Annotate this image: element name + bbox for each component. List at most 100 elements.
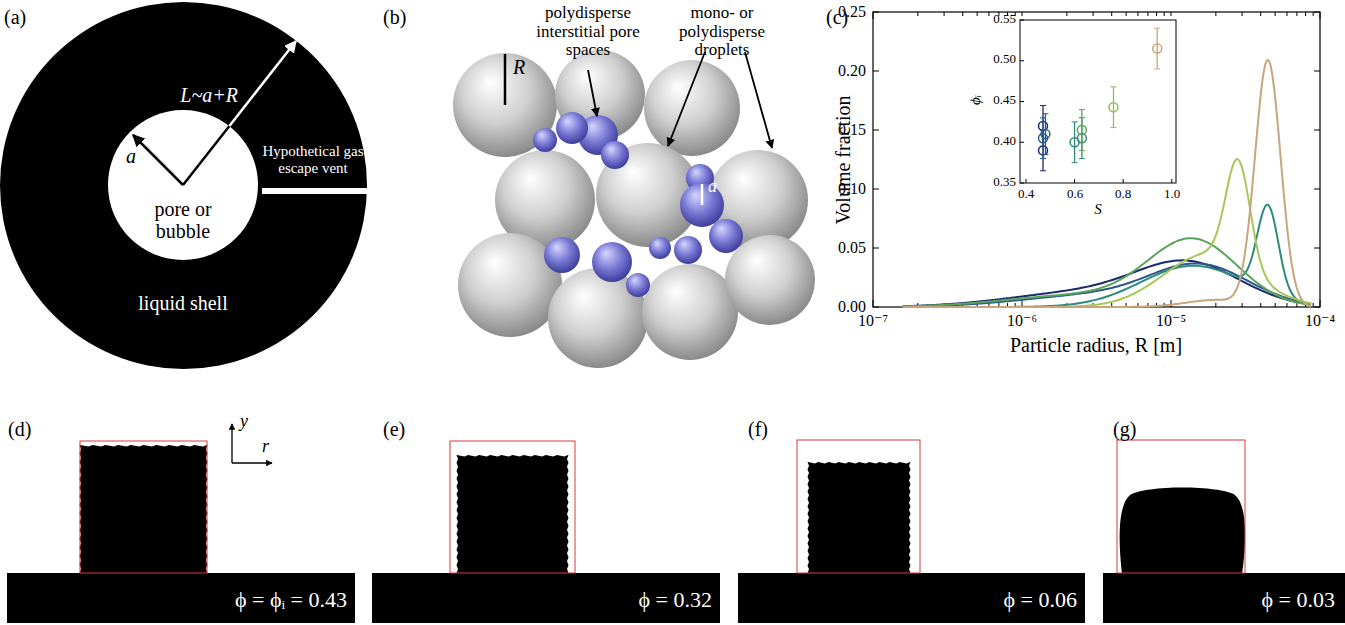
tick-label: 10⁻⁵ [1156, 312, 1186, 330]
node-text: pore or bubble [135, 198, 231, 242]
tick-label: 0.10 [838, 180, 866, 198]
error-cap [1040, 105, 1046, 106]
tick-mark [873, 300, 874, 307]
tick-label: 0.20 [838, 62, 866, 80]
tick-mark [873, 307, 879, 308]
tick-label: 10⁻⁷ [858, 312, 888, 330]
inset-frame [1020, 20, 1176, 183]
tick-label: 0.05 [838, 239, 866, 257]
minor-tick [1156, 12, 1157, 16]
error-bar [1045, 114, 1046, 155]
tick-mark [1320, 300, 1321, 307]
circle-shape [108, 110, 258, 260]
error-cap [1040, 158, 1046, 159]
pore-sphere [601, 141, 629, 169]
error-cap [1042, 154, 1048, 155]
error-cap [1079, 109, 1085, 110]
pore-sphere [626, 273, 650, 297]
tick-label: 1.0 [1164, 187, 1180, 201]
tick-label: 0.55 [993, 12, 1016, 26]
error-cap [1042, 113, 1048, 114]
tick-label: 0.25 [838, 3, 866, 21]
minor-tick [1286, 303, 1287, 307]
circle-shape [0, 2, 367, 369]
data-point [1153, 44, 1162, 53]
tick-label: 0.4 [1018, 187, 1034, 201]
minor-tick [1137, 12, 1138, 16]
pore-sphere [592, 242, 632, 282]
minor-tick [962, 12, 963, 16]
minor-tick [1093, 12, 1094, 16]
radius-line [701, 184, 704, 205]
annotation: polydisperse interstitial pore spaces [532, 4, 644, 60]
dimension-label: L~a+R [180, 84, 238, 106]
minor-tick [1286, 12, 1287, 16]
tick-label: 0.35 [993, 175, 1016, 189]
substrate [1103, 573, 1345, 623]
axis-title: ϕᵢ [967, 95, 984, 105]
axis-title: Particle radius, R [m] [1010, 334, 1182, 356]
minor-tick [1296, 12, 1297, 16]
axis-arrow [231, 424, 232, 463]
data-point [1041, 130, 1050, 139]
error-cap [1079, 158, 1085, 159]
leader-arrow [588, 70, 597, 116]
tick-mark [1020, 60, 1024, 61]
minor-tick [1275, 303, 1276, 307]
initial-outline [797, 440, 920, 573]
tick-label: 0.40 [993, 134, 1016, 148]
tick-label: 0.45 [993, 93, 1016, 107]
pore-sphere [709, 219, 743, 253]
minor-tick [977, 12, 978, 16]
minor-tick [1066, 12, 1067, 16]
tick-mark [1171, 300, 1172, 307]
pore-sphere [674, 236, 702, 264]
minor-tick [1126, 12, 1127, 16]
tick-mark [1020, 142, 1024, 143]
error-cap [1110, 127, 1116, 128]
pore-sphere [533, 128, 557, 152]
panel-letter: (d) [8, 418, 31, 440]
axis-title: Volume fraction [832, 95, 854, 224]
initial-outline [1117, 440, 1245, 573]
error-cap [1079, 150, 1085, 151]
leader-arrow [668, 52, 705, 146]
axis-label: y [240, 412, 248, 432]
error-bar [1157, 28, 1158, 69]
tick-mark [1314, 71, 1320, 72]
droplet-profile [80, 445, 208, 573]
node-text: liquid shell [123, 292, 243, 314]
minor-tick [944, 12, 945, 16]
error-cap [1040, 170, 1046, 171]
panel-letter: (g) [1113, 418, 1136, 440]
tick-mark [1314, 248, 1320, 249]
error-cap [1110, 86, 1116, 87]
initial-outline [450, 441, 575, 573]
minor-tick [1242, 12, 1243, 16]
minor-tick [1260, 12, 1261, 16]
tick-mark [873, 189, 879, 190]
minor-tick [1215, 12, 1216, 16]
pore-bubble: pore or bubble [108, 110, 258, 260]
error-bar [1113, 87, 1114, 128]
tick-label: 10⁻⁶ [1007, 312, 1037, 330]
tick-mark [873, 12, 874, 19]
dimension-label: a [126, 145, 136, 167]
tick-label: 0.8 [1115, 187, 1131, 201]
minor-tick [1242, 303, 1243, 307]
tick-mark [1314, 307, 1320, 308]
data-point [1109, 103, 1118, 112]
substrate [7, 573, 355, 623]
tick-label: 0.50 [993, 52, 1016, 66]
phi-value: ϕ = 0.32 [639, 588, 713, 612]
dimension-label: a [708, 177, 717, 197]
droplet-profiles [7, 424, 1345, 623]
minor-tick [1147, 12, 1148, 16]
tick-mark [1314, 12, 1320, 13]
axis-title: S [1094, 201, 1102, 218]
error-cap [1154, 68, 1160, 69]
dimension-label: R [513, 56, 525, 78]
pore-sphere [556, 112, 588, 144]
error-bar [1081, 110, 1082, 151]
tick-mark [873, 71, 879, 72]
